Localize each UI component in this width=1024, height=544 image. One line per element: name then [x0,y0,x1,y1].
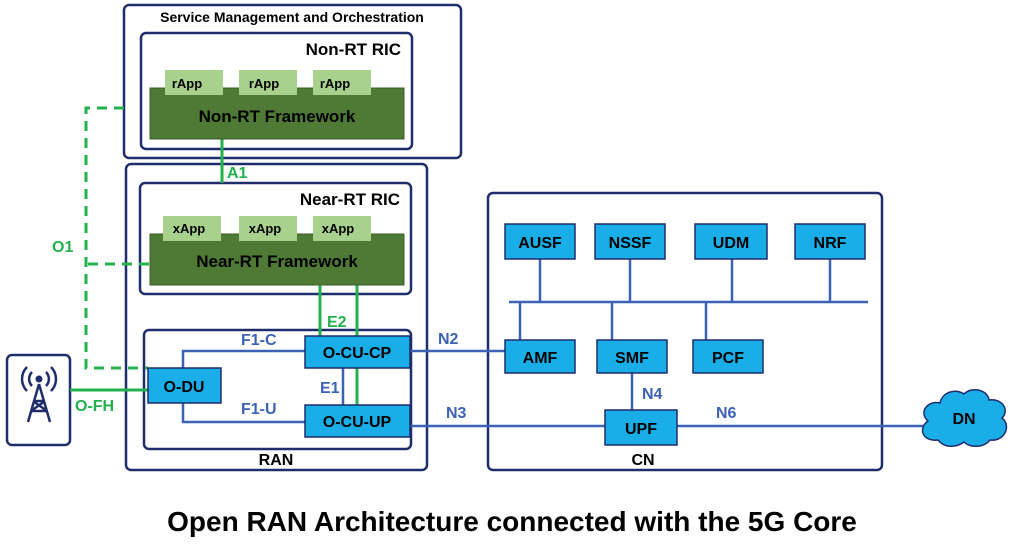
n4-label: N4 [642,386,663,403]
rapp-label-3: rApp [320,76,350,91]
upf-label: UPF [625,421,657,438]
ausf-label: AUSF [518,235,562,252]
pcf-label: PCF [712,350,744,367]
udm-block [694,223,768,260]
ran-label: RAN [259,452,294,469]
near-rt-framework-block [149,233,405,286]
architecture-diagram: Service Management and Orchestration Non… [5,3,1008,472]
near-rt-ric-title: Near-RT RIC [300,190,400,209]
o-cu-up-label: O-CU-UP [323,414,392,431]
radio-tower-icon [20,366,58,423]
o-cu-cp-block [304,335,411,369]
udm-label: UDM [713,235,749,252]
f1u-label: F1-U [241,401,277,418]
nssf-label: NSSF [609,235,652,252]
near-rt-ric-frame [138,181,413,296]
xapp-label-3: xApp [322,221,355,236]
smo-frame [122,3,463,160]
radio-site-frame [5,353,72,447]
o1-link [84,106,149,370]
rapp-label-2: rApp [249,76,279,91]
xapp-block-1 [163,216,221,241]
smo-title: Service Management and Orchestration [160,9,424,25]
xapp-block-3 [313,216,371,241]
upf-block [604,409,678,446]
n6-label: N6 [716,405,737,422]
ofh-label: O-FH [75,398,114,415]
o-du-block [147,367,222,404]
cn-label: CN [631,452,654,469]
nrf-label: NRF [814,235,847,252]
rapp-label-1: rApp [172,76,202,91]
non-rt-framework-block [149,87,405,140]
smf-label: SMF [615,350,649,367]
dn-label: DN [952,411,975,428]
xapp-label-2: xApp [249,221,282,236]
n2-label: N2 [438,331,459,348]
o-cu-up-block [304,404,411,438]
e2-label: E2 [327,314,347,331]
a1-label: A1 [227,165,248,182]
nrf-block [794,223,866,260]
figure-caption: Open RAN Architecture connected with the… [167,506,857,537]
xapp-label-1: xApp [173,221,206,236]
n3-label: N3 [446,405,467,422]
ausf-block [504,223,576,260]
pcf-block [692,339,764,374]
f1c-link [181,349,305,368]
nssf-block [594,223,666,260]
f1u-link [181,403,305,424]
xapp-block-2 [239,216,297,241]
non-rt-ric-title: Non-RT RIC [306,40,401,59]
dn-cloud [921,388,1008,447]
rapp-block-1 [165,70,223,95]
ran-frame [124,162,429,472]
e1-label: E1 [320,380,340,397]
f1c-label: F1-C [241,332,277,349]
cn-frame [486,191,884,472]
rapp-block-3 [313,70,371,95]
non-rt-ric-frame [139,31,414,151]
non-rt-framework-label: Non-RT Framework [199,107,356,126]
amf-block [504,339,576,374]
o-cu-cp-label: O-CU-CP [323,345,392,362]
o1-label: O1 [52,239,73,256]
smf-block [596,339,668,374]
o-du-label: O-DU [164,379,205,396]
rapp-block-2 [239,70,297,95]
near-rt-framework-label: Near-RT Framework [196,252,358,271]
amf-label: AMF [523,350,558,367]
